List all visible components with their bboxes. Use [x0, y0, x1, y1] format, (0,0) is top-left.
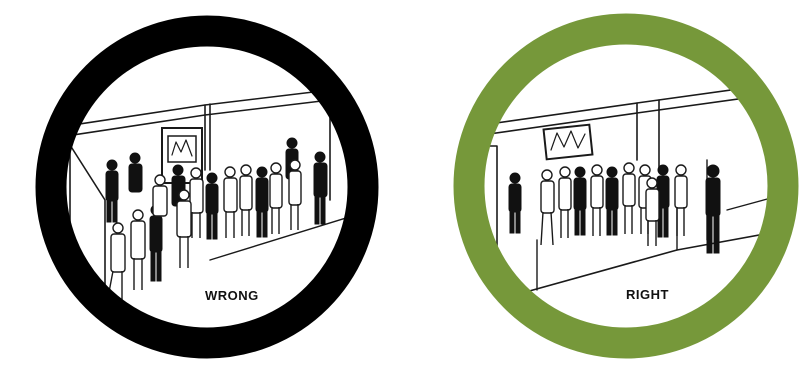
wrong-illustration	[0, 0, 400, 375]
wrong-label: WRONG	[205, 288, 259, 303]
wrong-panel: WRONG	[0, 0, 400, 375]
right-panel: RIGHT	[437, 0, 807, 375]
right-label: RIGHT	[626, 287, 669, 302]
right-illustration	[437, 0, 807, 375]
